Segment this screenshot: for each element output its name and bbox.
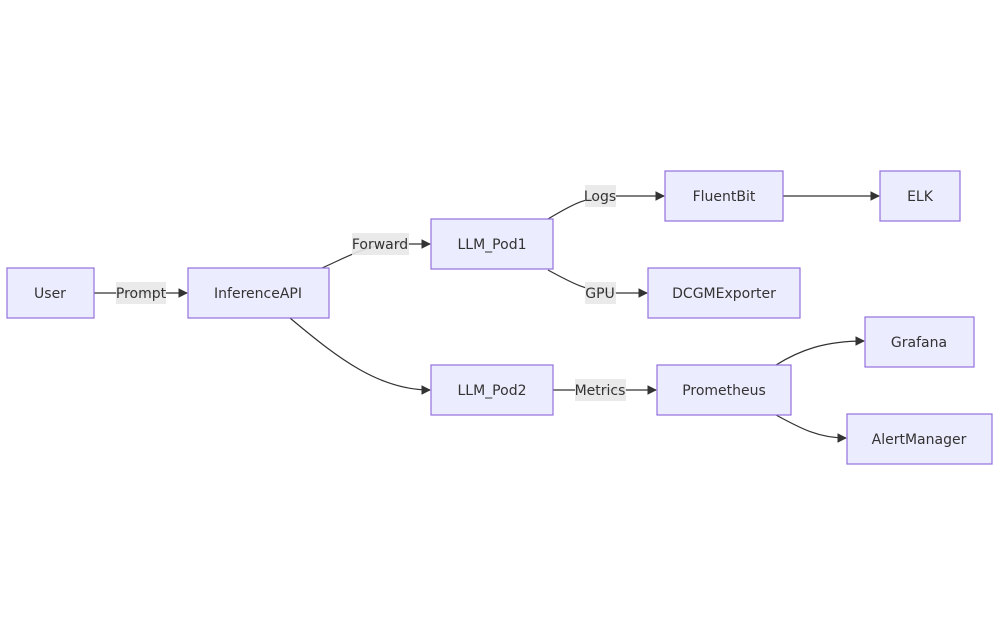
edge-labels: Prompt Forward Logs GPU Metrics	[116, 185, 626, 401]
edge-label-prompt: Prompt	[116, 282, 167, 304]
node-llmpod1: LLM_Pod1	[430, 218, 554, 270]
edges	[94, 191, 880, 443]
edge-prometheus-grafana	[775, 336, 865, 366]
edge-label-gpu-text: GPU	[585, 286, 615, 302]
node-dcgmexporter: DCGMExporter	[647, 267, 801, 319]
edge-prometheus-alertmanager	[775, 414, 847, 443]
node-dcgmexporter-label: DCGMExporter	[672, 286, 776, 302]
node-user: User	[6, 267, 95, 319]
node-grafana-label: Grafana	[891, 335, 947, 351]
node-elk: ELK	[879, 170, 961, 222]
node-user-label: User	[34, 286, 66, 302]
node-alertmanager-label: AlertManager	[872, 432, 967, 448]
node-inferenceapi: InferenceAPI	[187, 267, 330, 319]
node-llmpod2-label: LLM_Pod2	[458, 383, 527, 399]
edge-label-forward: Forward	[352, 233, 409, 255]
node-alertmanager: AlertManager	[846, 413, 993, 465]
node-prometheus-label: Prometheus	[682, 383, 766, 399]
edge-label-gpu: GPU	[585, 282, 616, 304]
node-prometheus: Prometheus	[656, 364, 792, 416]
nodes: User InferenceAPI LLM_Pod1 LLM_Pod2 Flue…	[6, 170, 993, 465]
node-elk-label: ELK	[907, 189, 934, 205]
node-llmpod2: LLM_Pod2	[430, 364, 554, 416]
edge-label-metrics-text: Metrics	[575, 383, 626, 399]
edge-label-logs-text: Logs	[584, 189, 616, 205]
node-fluentbit-label: FluentBit	[693, 189, 756, 205]
edge-label-metrics: Metrics	[575, 379, 626, 401]
edge-label-forward-text: Forward	[352, 237, 408, 253]
node-inferenceapi-label: InferenceAPI	[214, 286, 302, 302]
edge-label-logs: Logs	[584, 185, 616, 207]
node-grafana: Grafana	[864, 316, 975, 368]
edge-inferenceapi-llmpod2	[289, 317, 431, 395]
edge-label-prompt-text: Prompt	[116, 286, 167, 302]
node-fluentbit: FluentBit	[664, 170, 784, 222]
node-llmpod1-label: LLM_Pod1	[458, 237, 527, 253]
